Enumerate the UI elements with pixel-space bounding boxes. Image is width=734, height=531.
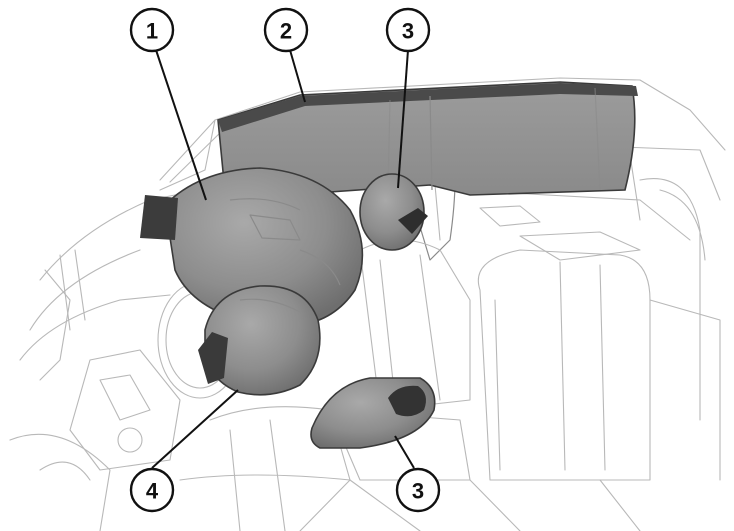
driver-airbag [198,285,321,396]
side-airbag-module-lower [388,385,426,417]
leader-lines [151,49,415,469]
side-airbag-module [398,208,428,234]
seat-side-airbag-upper [359,173,428,251]
callout-2: 2 [263,7,309,53]
airbag-module-housing [140,195,178,240]
callout-4-label: 4 [146,479,159,504]
callout-1-label: 1 [146,19,158,44]
front-passenger-airbag [140,167,364,326]
callout-3-upper: 3 [385,7,431,53]
seat-side-airbag-lower [310,377,436,449]
steering-wheel-hub [198,332,228,384]
callout-2-label: 2 [280,19,292,44]
callout-3-lower: 3 [395,467,441,513]
callout-3-lower-label: 3 [412,479,424,504]
callout-4: 4 [129,467,175,513]
callout-1: 1 [129,7,175,53]
curtain-airbag-rail [218,83,638,132]
callout-3-upper-label: 3 [402,19,414,44]
curtain-airbag [217,81,638,196]
